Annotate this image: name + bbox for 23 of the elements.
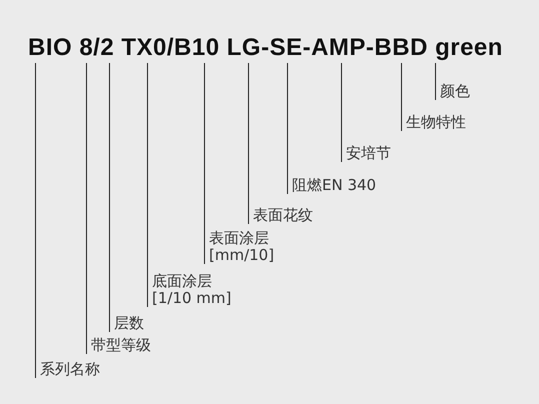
leader-line (204, 62, 205, 264)
leader-line (248, 62, 249, 224)
leader-line (147, 62, 148, 308)
field-label: 安培节 (341, 145, 391, 162)
field-label: 底面涂层 (152, 273, 212, 290)
unit-text: [1/10 mm] (152, 290, 232, 307)
field-label: 表面涂层 (209, 230, 269, 247)
product-code: BIO 8/2 TX0/B10 LG-SE-AMP-BBD green (28, 33, 503, 63)
field-label: 系列名称 (35, 361, 100, 378)
field-label: 生物特性 (401, 114, 466, 131)
field-label: 表面花纹 (248, 207, 313, 224)
leader-line (35, 62, 36, 378)
field-label: 颜色 (435, 83, 470, 100)
unit-text: [mm/10] (209, 247, 274, 264)
leader-line (287, 62, 288, 194)
leader-line (109, 62, 110, 332)
leader-line (86, 62, 87, 354)
leader-line (401, 62, 402, 132)
field-label: 阻燃EN 340 (287, 177, 376, 194)
leader-line (435, 62, 436, 100)
field-label: 带型等级 (86, 337, 151, 354)
leader-line (341, 62, 342, 162)
field-label: 层数 (109, 315, 144, 332)
